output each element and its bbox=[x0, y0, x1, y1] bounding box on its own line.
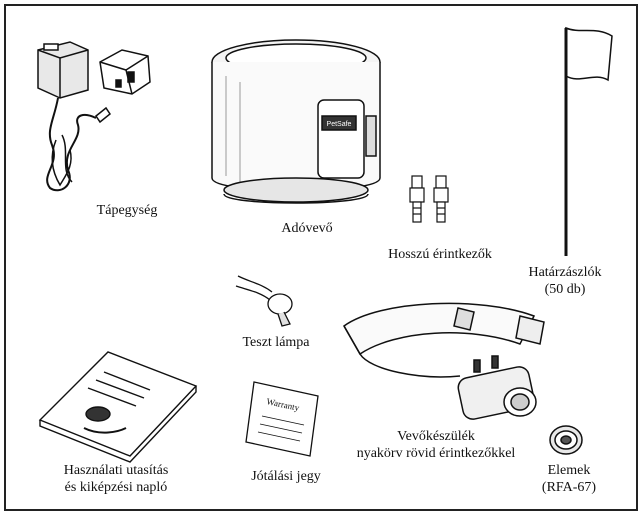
manual-label: Használati utasítás és kiképzési napló bbox=[26, 462, 206, 496]
transmitter-image: PetSafe bbox=[211, 39, 381, 204]
contacts-text: Hosszú érintkezők bbox=[388, 247, 492, 262]
battery-line2: (RFA-67) bbox=[541, 480, 597, 495]
test-lamp-text: Teszt lámpa bbox=[242, 335, 310, 350]
transmitter-label: Adóvevő bbox=[262, 220, 352, 237]
battery-line1: Elemek bbox=[547, 463, 591, 478]
power-unit-label: Tápegység bbox=[72, 202, 182, 219]
flags-label: Határzászlók (50 db) bbox=[505, 264, 625, 298]
battery-image bbox=[549, 425, 583, 455]
warranty-card-label: Jótálási jegy bbox=[226, 468, 346, 485]
flags-line2: (50 db) bbox=[544, 282, 586, 297]
manual-line2: és kiképzési napló bbox=[64, 480, 168, 495]
warranty-card-label-text: Jótálási jegy bbox=[251, 469, 321, 484]
svg-text:PetSafe: PetSafe bbox=[327, 121, 352, 128]
receiver-label: Vevőkészülék nyakörv rövid érintkezőkkel bbox=[346, 428, 526, 462]
test-lamp-image bbox=[235, 275, 293, 327]
receiver-line2: nyakörv rövid érintkezőkkel bbox=[356, 446, 516, 461]
transmitter-text: Adóvevő bbox=[281, 221, 333, 236]
boundary-flag-image bbox=[564, 26, 613, 256]
power-adapter-image bbox=[37, 41, 151, 192]
diagram-frame bbox=[4, 4, 638, 511]
battery-label: Elemek (RFA-67) bbox=[524, 462, 614, 496]
long-contacts-image bbox=[409, 175, 449, 223]
receiver-collar-image bbox=[343, 302, 545, 420]
manual-image bbox=[38, 351, 198, 463]
contacts-label: Hosszú érintkezők bbox=[365, 246, 515, 263]
flags-line1: Határzászlók bbox=[528, 265, 602, 280]
warranty-card-image: Warranty bbox=[245, 381, 319, 457]
test-lamp-label: Teszt lámpa bbox=[226, 334, 326, 351]
power-unit-text: Tápegység bbox=[96, 203, 158, 218]
manual-line1: Használati utasítás bbox=[63, 463, 169, 478]
receiver-line1: Vevőkészülék bbox=[397, 429, 475, 444]
